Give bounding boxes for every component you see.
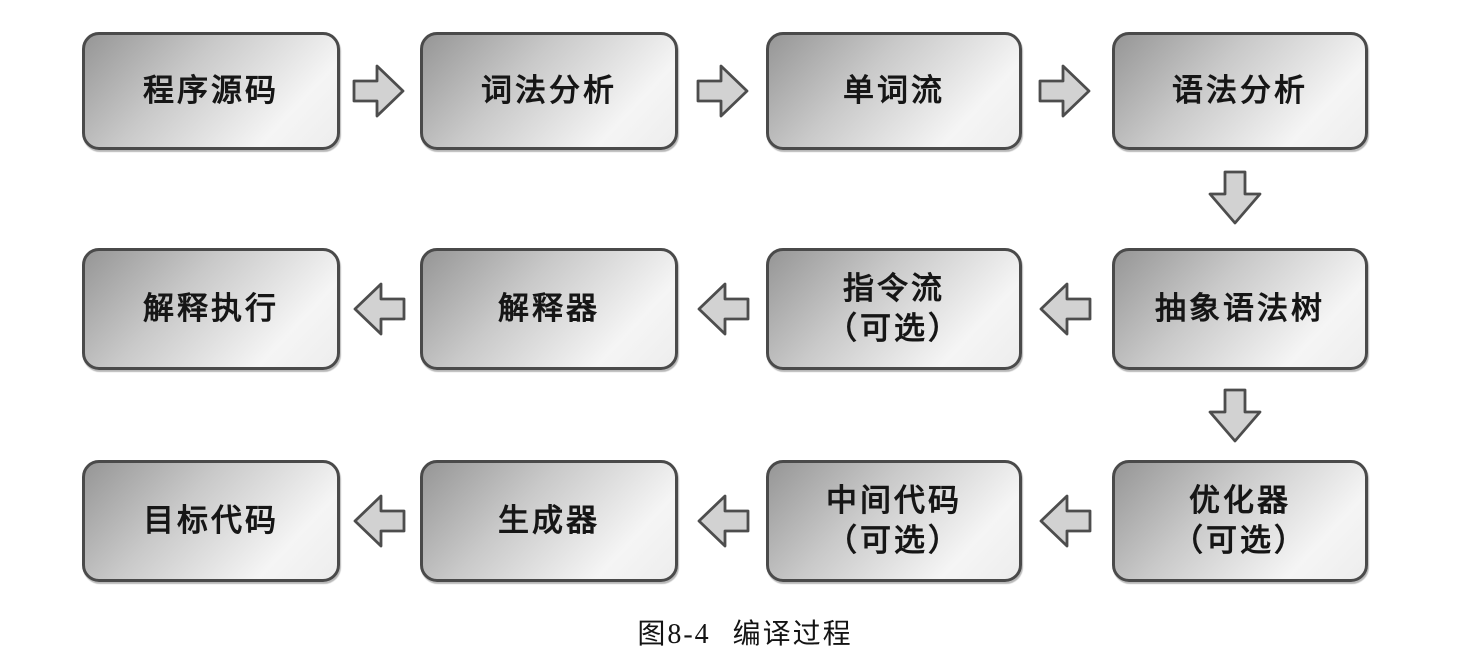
- node-interpreter: 解释器: [420, 248, 678, 370]
- arrow-left-icon: [352, 280, 406, 338]
- node-label-line2: （可选）: [826, 311, 962, 346]
- node-label: 程序源码: [143, 73, 279, 108]
- node-label: 语法分析: [1172, 73, 1308, 108]
- node-label: 生成器: [498, 503, 600, 538]
- node-optimizer: 优化器 （可选）: [1112, 460, 1368, 582]
- node-program-source: 程序源码: [82, 32, 340, 150]
- arrow-left-icon: [352, 492, 406, 550]
- node-label: 词法分析: [481, 73, 617, 108]
- node-lexical-analysis: 词法分析: [420, 32, 678, 150]
- node-abstract-syntax-tree: 抽象语法树: [1112, 248, 1368, 370]
- node-instruction-stream: 指令流 （可选）: [766, 248, 1022, 370]
- arrow-left-icon: [1038, 280, 1092, 338]
- node-interpret-execution: 解释执行: [82, 248, 340, 370]
- node-label: 指令流: [843, 271, 945, 306]
- node-intermediate-code: 中间代码 （可选）: [766, 460, 1022, 582]
- arrow-left-icon: [1038, 492, 1092, 550]
- node-label: 抽象语法树: [1155, 291, 1325, 326]
- arrow-right-icon: [696, 62, 750, 120]
- figure-caption-label: 图8-4: [637, 619, 711, 650]
- node-label: 中间代码: [826, 483, 962, 518]
- arrow-right-icon: [352, 62, 406, 120]
- node-label-line2: （可选）: [1172, 523, 1308, 558]
- node-label: 解释器: [498, 291, 600, 326]
- figure-caption: 图8-4 编译过程: [15, 612, 1460, 652]
- node-generator: 生成器: [420, 460, 678, 582]
- node-label: 解释执行: [143, 291, 279, 326]
- arrow-left-icon: [696, 280, 750, 338]
- arrow-down-icon: [1206, 388, 1264, 444]
- arrow-right-icon: [1038, 62, 1092, 120]
- node-target-code: 目标代码: [82, 460, 340, 582]
- node-label: 单词流: [843, 73, 945, 108]
- node-label: 目标代码: [143, 503, 279, 538]
- node-token-stream: 单词流: [766, 32, 1022, 150]
- node-label: 优化器: [1189, 483, 1291, 518]
- arrow-down-icon: [1206, 170, 1264, 226]
- node-label-line2: （可选）: [826, 523, 962, 558]
- figure-caption-title: 编译过程: [732, 619, 853, 650]
- arrow-left-icon: [696, 492, 750, 550]
- node-syntax-analysis: 语法分析: [1112, 32, 1368, 150]
